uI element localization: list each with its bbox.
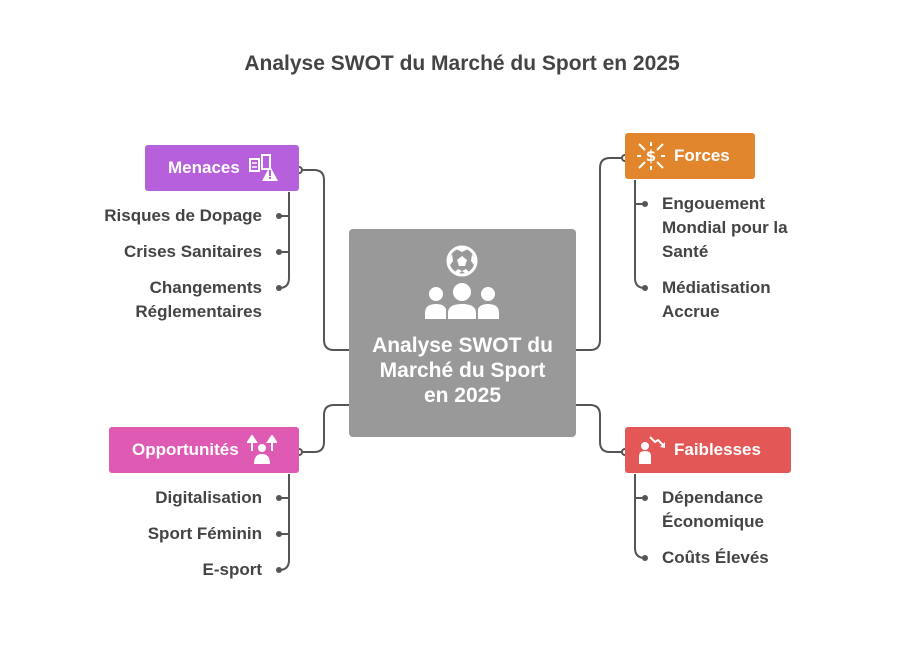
- center-label: Analyse SWOT du Marché du Sport en 2025: [372, 334, 553, 407]
- faiblesses-item: Coûts Élevés: [662, 548, 769, 567]
- forces-item: Engouement Mondial pour la Santé: [662, 194, 788, 261]
- menaces-item: Crises Sanitaires: [124, 242, 262, 261]
- forces-item: Médiatisation Accrue: [662, 278, 771, 321]
- growth-arrows-icon: [246, 435, 277, 465]
- diagram-title: Analyse SWOT du Marché du Sport en 2025: [244, 52, 680, 75]
- forces-label: Forces: [674, 146, 730, 165]
- center-node: Analyse SWOT du Marché du Sport en 2025: [349, 229, 576, 437]
- money-network-icon: $: [636, 141, 666, 171]
- opportunites-item: E-sport: [202, 560, 263, 579]
- opportunites-label: Opportunités: [132, 440, 239, 459]
- menaces-item: Risques de Dopage: [104, 206, 262, 225]
- person-decline-icon: [636, 435, 666, 465]
- menaces-label: Menaces: [168, 158, 240, 177]
- opportunites-item: Digitalisation: [155, 488, 262, 507]
- opportunites-item: Sport Féminin: [147, 524, 262, 543]
- svg-text:$: $: [646, 147, 656, 165]
- faiblesses-item: Dépendance Économique: [662, 488, 765, 531]
- faiblesses-label: Faiblesses: [674, 440, 761, 459]
- regulation-warning-icon: [248, 153, 278, 183]
- opportunites-header: Opportunités: [109, 427, 299, 473]
- soccer-ball-icon: [446, 245, 478, 277]
- faiblesses-header: Faiblesses: [625, 427, 791, 473]
- people-group-icon: [425, 283, 499, 319]
- forces-header: $ Forces: [625, 133, 755, 179]
- menaces-header: Menaces: [145, 145, 299, 191]
- menaces-item: Changements Réglementaires: [135, 278, 262, 321]
